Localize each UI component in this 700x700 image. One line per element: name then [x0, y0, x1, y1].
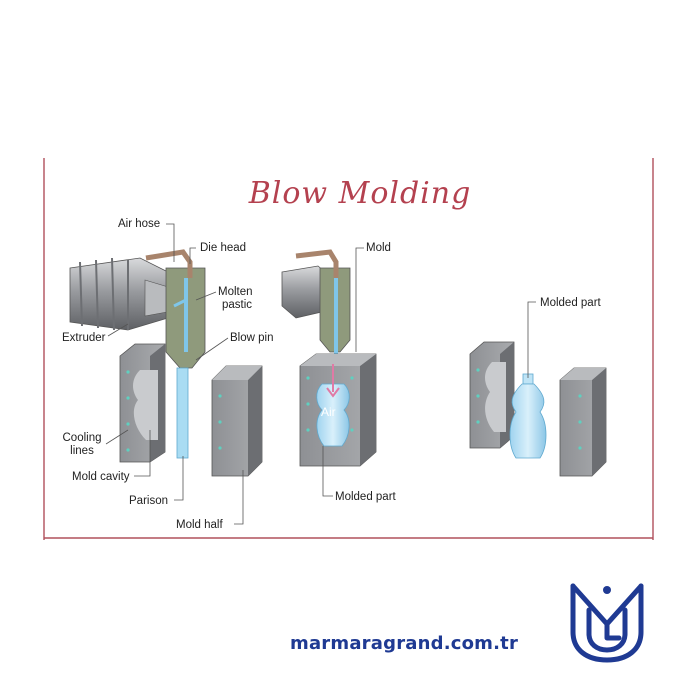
label-molten-plastic-line1: Molten: [218, 285, 253, 299]
label-parison: Parison: [129, 494, 168, 508]
label-blow-pin: Blow pin: [230, 331, 273, 345]
website-url[interactable]: marmaragrand.com.tr: [290, 633, 518, 654]
label-air: Air: [321, 405, 336, 419]
diagram-title: Blow Molding: [200, 176, 520, 211]
mold-half-right-stage1: [212, 366, 262, 476]
mold-closed-stage2: [300, 354, 376, 466]
label-die-head: Die head: [200, 241, 246, 255]
label-mold: Mold: [366, 241, 391, 255]
label-mold-cavity: Mold cavity: [72, 470, 130, 484]
label-cooling-lines-line1: Cooling: [58, 431, 106, 445]
mold-half-left-stage1: [120, 344, 165, 462]
label-molded-part-stage3: Molded part: [540, 296, 601, 310]
label-mold-half: Mold half: [176, 518, 223, 532]
label-molten-plastic-line2: pastic: [222, 298, 252, 312]
parison-illustration: [177, 368, 188, 458]
label-cooling-lines-line2: lines: [58, 444, 106, 458]
label-molded-part-stage2: Molded part: [335, 490, 396, 504]
molded-bottle-illustration: [510, 374, 546, 458]
mold-half-left-stage3: [470, 342, 514, 448]
marmaragrand-logo-icon: [565, 580, 649, 664]
extruder-illustration: [70, 258, 178, 330]
extruder-illustration-stage2: [282, 252, 350, 360]
label-extruder: Extruder: [62, 331, 105, 345]
label-air-hose: Air hose: [118, 217, 160, 231]
mold-half-right-stage3: [560, 368, 606, 476]
